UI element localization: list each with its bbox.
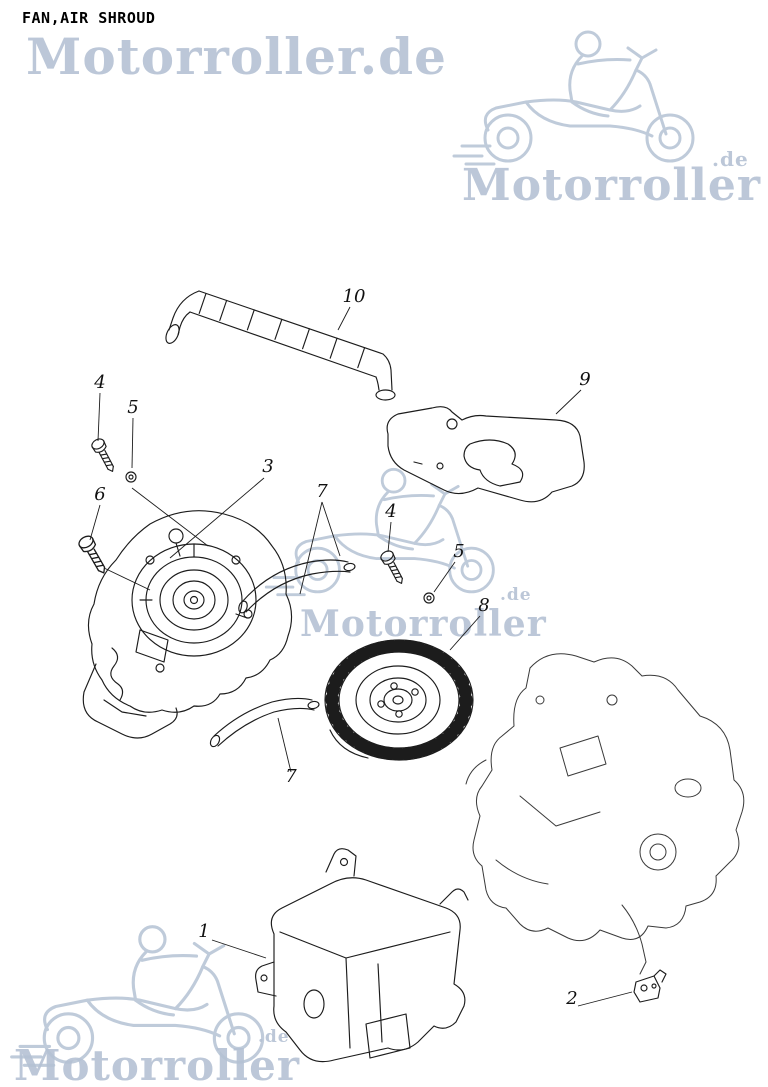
part-2-clip (633, 969, 667, 1003)
watermark-text-bottom: Motorroller (14, 1041, 300, 1087)
callout-labels: 4 5 6 3 7 10 9 4 5 8 7 1 2 (93, 286, 590, 1009)
part-10-duct-pipe (165, 290, 396, 401)
part-5-washer-mid (423, 592, 435, 604)
scooter-watermark-icon (264, 467, 495, 597)
part-4-screw-left (89, 436, 119, 475)
part-6-screw (76, 533, 111, 578)
watermark-text-mid-right: Motorroller (462, 160, 761, 211)
watermark-tld-center: .de (500, 585, 532, 605)
callout-8: 8 (478, 595, 489, 616)
callout-6: 6 (94, 484, 105, 505)
watermark-top-banner: Motorroller.de (26, 27, 447, 86)
part-5-washer-left (125, 471, 137, 483)
engine-case (465, 653, 745, 975)
callout-3: 3 (262, 456, 273, 477)
callout-4-mid: 4 (384, 501, 396, 522)
part-7-hose-lower (209, 697, 320, 748)
part-8-fan-wheel (324, 639, 474, 761)
watermark-text-top: Motorroller.de (26, 27, 447, 86)
part-4-screw-mid (378, 548, 408, 587)
callout-7-lower: 7 (285, 766, 297, 787)
watermark-tld-bottom: .de (258, 1027, 290, 1047)
part-3-fan-shroud (82, 510, 293, 739)
callout-7-upper: 7 (316, 481, 328, 502)
callout-5-left: 5 (127, 397, 138, 418)
leader-lines (89, 306, 633, 1007)
callout-2: 2 (565, 988, 577, 1009)
watermark-top-right: Motorroller .de (452, 30, 761, 211)
callout-4-left: 4 (93, 372, 105, 393)
watermark-text-center: Motorroller (300, 603, 547, 645)
scooter-watermark-icon (452, 30, 695, 166)
callout-5-mid: 5 (453, 541, 464, 562)
watermark-center: Motorroller .de (264, 467, 547, 645)
callout-9: 9 (579, 369, 590, 390)
callout-10: 10 (343, 286, 366, 307)
part-9-gasket (386, 406, 585, 503)
watermark-bottom-left: Motorroller .de (10, 925, 300, 1087)
callout-1: 1 (198, 921, 209, 942)
part-1-air-shroud (255, 848, 469, 1063)
part-7-hose-upper (238, 559, 356, 614)
page-title: FAN,AIR SHROUD (22, 9, 156, 27)
watermark-tld-mid-right: .de (712, 147, 749, 171)
